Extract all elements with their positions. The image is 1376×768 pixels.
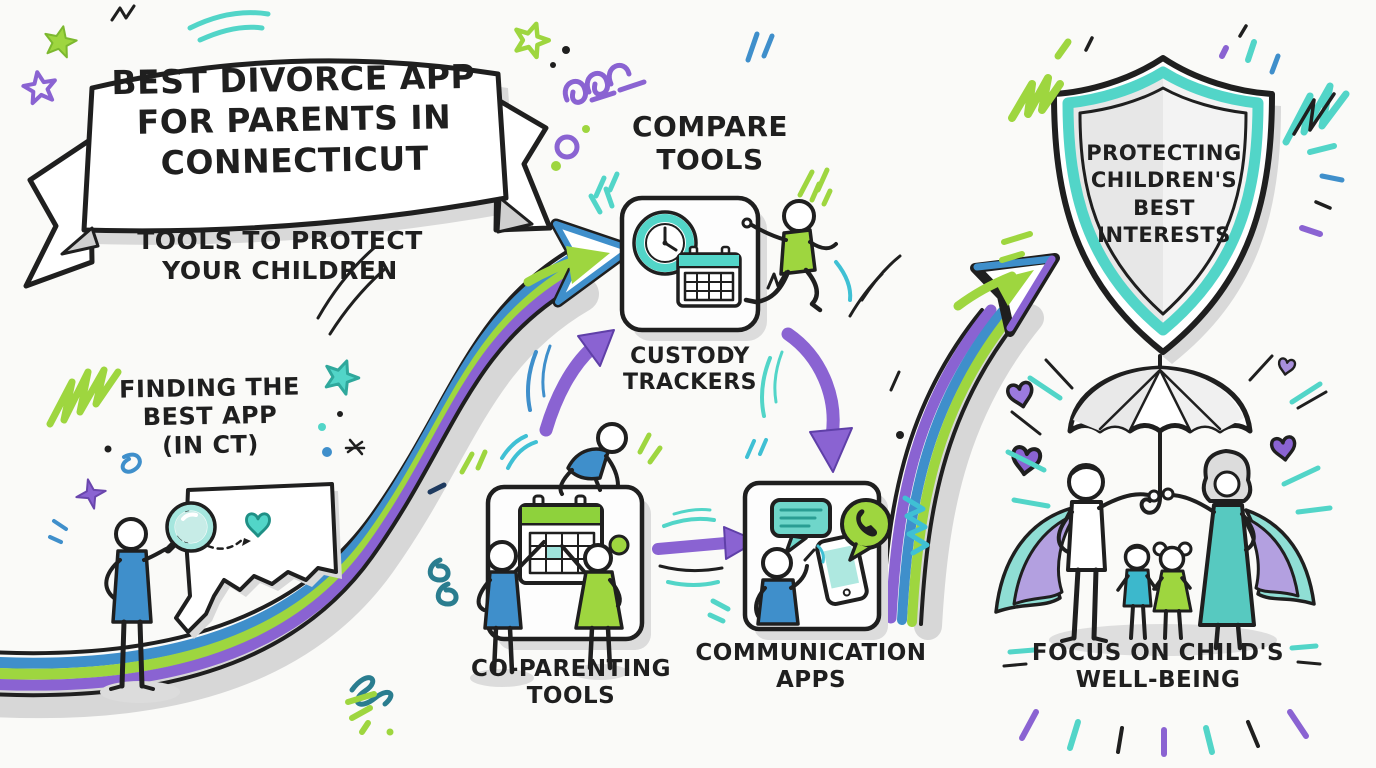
decor-shield-burst — [999, 24, 1350, 263]
boy-figure — [1116, 543, 1158, 640]
custody-card — [619, 195, 767, 341]
decor-top-left — [21, 4, 271, 106]
finder-figure — [100, 501, 217, 703]
calendar-icon — [518, 494, 604, 585]
arc-to-shield — [848, 254, 1044, 640]
decor-coparenting — [345, 449, 488, 736]
umbrella-icon — [1067, 354, 1253, 515]
family-scene — [994, 354, 1316, 656]
decor-top-middle — [514, 21, 775, 199]
sparkle-icon — [75, 478, 107, 510]
star-icon — [514, 21, 552, 60]
climber-figure — [500, 422, 663, 496]
banner-ribbon — [23, 58, 553, 289]
communication-caption: COMMUNICATION APPS — [695, 640, 927, 694]
girl-figure — [1152, 541, 1193, 640]
coparent-dad-figure — [470, 540, 546, 687]
heart-icon — [1270, 435, 1297, 462]
custody-trackers-caption: CUSTODY TRACKERS — [623, 344, 757, 395]
magnifier-icon — [164, 501, 217, 554]
phone-call-icon — [840, 498, 892, 562]
runner-figure — [741, 181, 853, 313]
compare-section-title: COMPARE TOOLS — [631, 110, 789, 177]
mom-figure — [1161, 449, 1256, 651]
heart-icon — [245, 512, 271, 538]
decor-finding — [46, 359, 366, 544]
star-icon — [44, 25, 78, 59]
star-icon — [21, 70, 57, 106]
arrow-coparent-to-custody — [526, 329, 615, 437]
banner-subtitle: TOOLS TO PROTECT YOUR CHILDREN — [137, 226, 423, 285]
decor-compare — [588, 167, 830, 215]
chat-bubble-icon — [770, 498, 832, 555]
heart-icon — [1006, 380, 1034, 409]
swoosh-arrowhead-icon — [523, 218, 636, 308]
coparent-girl-figure — [560, 534, 630, 680]
dad-figure — [1056, 463, 1161, 643]
arc-arrowhead-icon — [953, 253, 1060, 337]
communication-card — [742, 480, 892, 640]
heart-icon — [1277, 357, 1297, 376]
shield-text: PROTECTING CHILDREN'S BEST INTERESTS — [1086, 141, 1242, 247]
banner-title: BEST DIVORCE APP FOR PARENTS IN CONNECTI… — [111, 56, 476, 182]
calendar-icon — [676, 245, 742, 308]
star-icon — [324, 359, 361, 396]
shield-icon — [1051, 55, 1281, 364]
decor-communication — [707, 270, 930, 624]
decor-family-burst — [1002, 354, 1333, 757]
coparenting-caption: CO-PARENTING TOOLS — [471, 656, 671, 710]
arrow-custody-to-comm — [760, 327, 853, 473]
mom-cape — [1240, 508, 1316, 606]
texter-figure — [754, 544, 825, 626]
arrow-coparent-to-comm — [652, 508, 758, 587]
family-caption: FOCUS ON CHILD'S WELL-BEING — [1031, 640, 1285, 694]
finding-section-title: FINDING THE BEST APP (IN CT) — [118, 372, 301, 460]
